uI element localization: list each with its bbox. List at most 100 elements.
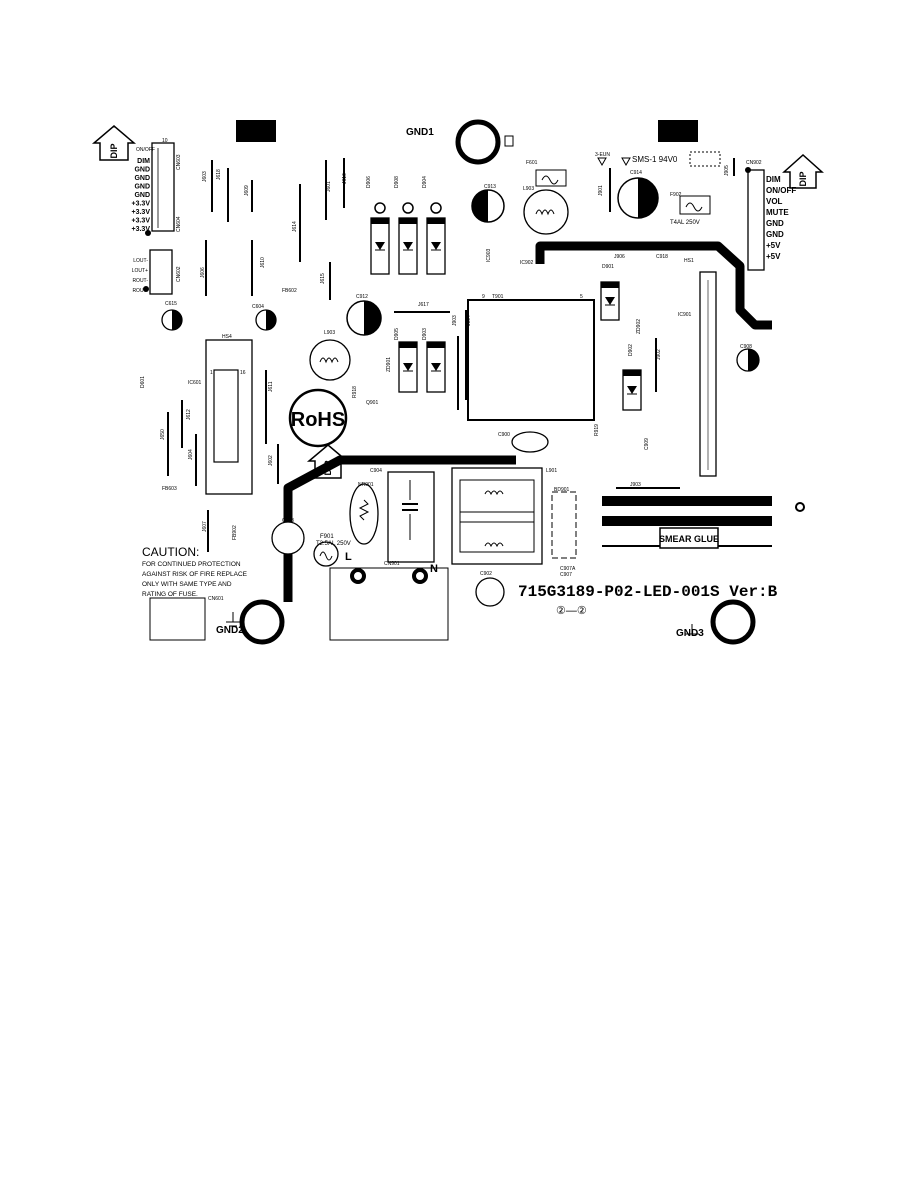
svg-text:C615: C615 — [165, 301, 177, 307]
jumper-wires — [167, 158, 735, 552]
svg-text:J604: J604 — [188, 449, 194, 460]
svg-text:J601: J601 — [326, 181, 332, 192]
line-filter-l901 — [451, 467, 543, 565]
svg-text:J617: J617 — [418, 302, 429, 308]
heatsink-hs4 — [205, 339, 253, 495]
mains-n-terminal — [412, 568, 428, 584]
svg-text:J609: J609 — [244, 185, 250, 196]
caution-line-3: ONLY WITH SAME TYPE AND — [142, 581, 232, 588]
cn902-pins-label: GND — [766, 230, 784, 239]
svg-text:C912: C912 — [356, 294, 368, 300]
svg-text:J903: J903 — [630, 482, 641, 488]
svg-text:IC601: IC601 — [188, 380, 202, 386]
gnd3-mounting-hole — [685, 599, 756, 645]
svg-text:C900: C900 — [498, 432, 510, 438]
cn603-pins-label: GND — [134, 192, 150, 199]
connector-cn602 — [143, 249, 173, 295]
svg-text:ZD901: ZD901 — [386, 357, 392, 372]
f901-rating: T2.5AL 250V — [316, 541, 351, 547]
svg-text:J614: J614 — [292, 221, 298, 232]
gnd2-mounting-hole — [226, 599, 285, 645]
gnd1-label: GND1 — [406, 127, 434, 138]
svg-text:T901: T901 — [492, 294, 504, 300]
gnd1-mounting-hole — [455, 119, 514, 165]
cn902-pins-label: +5V — [766, 241, 781, 250]
svg-text:FB902: FB902 — [232, 525, 238, 540]
svg-text:IC903: IC903 — [486, 248, 492, 262]
t901-pin5: 5 — [580, 294, 583, 300]
cn603-pins-label: +3.3V — [132, 201, 151, 208]
transformer-t901 — [467, 299, 595, 421]
cn603-pin10-label: 10 — [162, 138, 168, 144]
svg-text:J902: J902 — [656, 349, 662, 360]
diode — [426, 341, 446, 393]
capacitor-c604 — [255, 309, 277, 331]
svg-text:D905: D905 — [394, 328, 400, 340]
svg-text:DIP: DIP — [798, 171, 808, 186]
board-part-number: 715G3189-P02-LED-001S Ver:B — [518, 583, 778, 601]
svg-text:D904: D904 — [422, 176, 428, 188]
svg-text:D901: D901 — [602, 264, 614, 270]
svg-text:CN601: CN601 — [208, 596, 224, 602]
gnd2-label: GND2 — [216, 625, 244, 636]
cn602-pins-label: ROUT- — [132, 278, 148, 284]
svg-text:L903: L903 — [324, 330, 335, 336]
svg-text:D908: D908 — [394, 176, 400, 188]
smear-glue-label: SMEAR GLUE — [659, 534, 719, 544]
svg-text:C914: C914 — [630, 170, 642, 176]
svg-text:C904: C904 — [370, 468, 382, 474]
connector-cn902 — [745, 167, 765, 271]
capacitor-c914 — [617, 177, 659, 219]
diode — [370, 202, 390, 275]
svg-text:ZD902: ZD902 — [636, 319, 642, 334]
capacitor-c913 — [471, 189, 505, 223]
svg-text:NR901: NR901 — [358, 482, 374, 488]
svg-text:CN604: CN604 — [176, 216, 182, 232]
t901-pin9: 9 — [482, 294, 485, 300]
diode — [622, 369, 642, 411]
capacitor-c900 — [511, 431, 549, 453]
svg-text:DIP: DIP — [109, 143, 119, 158]
heatsink-bar-2 — [602, 516, 772, 526]
caution-line-4: RATING OF FUSE. — [142, 591, 198, 598]
diode — [426, 202, 446, 275]
cn901-connector — [329, 567, 449, 641]
svg-text:HS1: HS1 — [684, 258, 694, 264]
svg-text:J607: J607 — [202, 521, 208, 532]
svg-text:C604: C604 — [252, 304, 264, 310]
svg-text:J905: J905 — [724, 165, 730, 176]
ic601-pin16: 16 — [240, 370, 246, 376]
svg-text:R918: R918 — [352, 386, 358, 398]
diode-array — [370, 202, 642, 411]
pb-triangle-icon — [597, 157, 607, 167]
cn902-pins-label: MUTE — [766, 208, 789, 217]
rohs-logo: RoHS — [288, 388, 348, 448]
svg-text:IC901: IC901 — [678, 312, 692, 318]
svg-text:C907A: C907A — [560, 566, 576, 572]
svg-text:J611: J611 — [268, 381, 274, 392]
eun-marking: 3-EUN — [595, 152, 610, 158]
fuse-f902 — [679, 195, 711, 215]
heatsink-bar-1 — [602, 496, 772, 506]
svg-text:R919: R919 — [594, 424, 600, 436]
svg-text:C918: C918 — [656, 254, 668, 260]
cn603-pins-label: GND — [134, 184, 150, 191]
svg-text:RoHS: RoHS — [291, 409, 345, 431]
svg-text:F902: F902 — [670, 192, 682, 198]
svg-text:IC902: IC902 — [520, 260, 534, 266]
svg-text:C902: C902 — [480, 571, 492, 577]
svg-text:J904: J904 — [466, 315, 472, 326]
f901-name: F901 — [320, 534, 334, 540]
cn602-pin-labels: LOUT-LOUT+ROUT-ROUT- — [132, 258, 149, 294]
svg-text:FB602: FB602 — [282, 288, 297, 294]
cn603-pins-label: GND — [134, 167, 150, 174]
svg-text:J606: J606 — [200, 267, 206, 278]
cn603-pins-label: +3.3V — [132, 218, 151, 225]
cn602-pins-label: ROUT- — [132, 288, 148, 294]
cn602-pins-label: LOUT+ — [132, 268, 148, 274]
bridge-bd901 — [551, 491, 577, 559]
svg-text:HS4: HS4 — [222, 334, 232, 340]
cn902-pins-label: ON/OFF — [766, 186, 796, 195]
svg-text:J603: J603 — [202, 171, 208, 182]
